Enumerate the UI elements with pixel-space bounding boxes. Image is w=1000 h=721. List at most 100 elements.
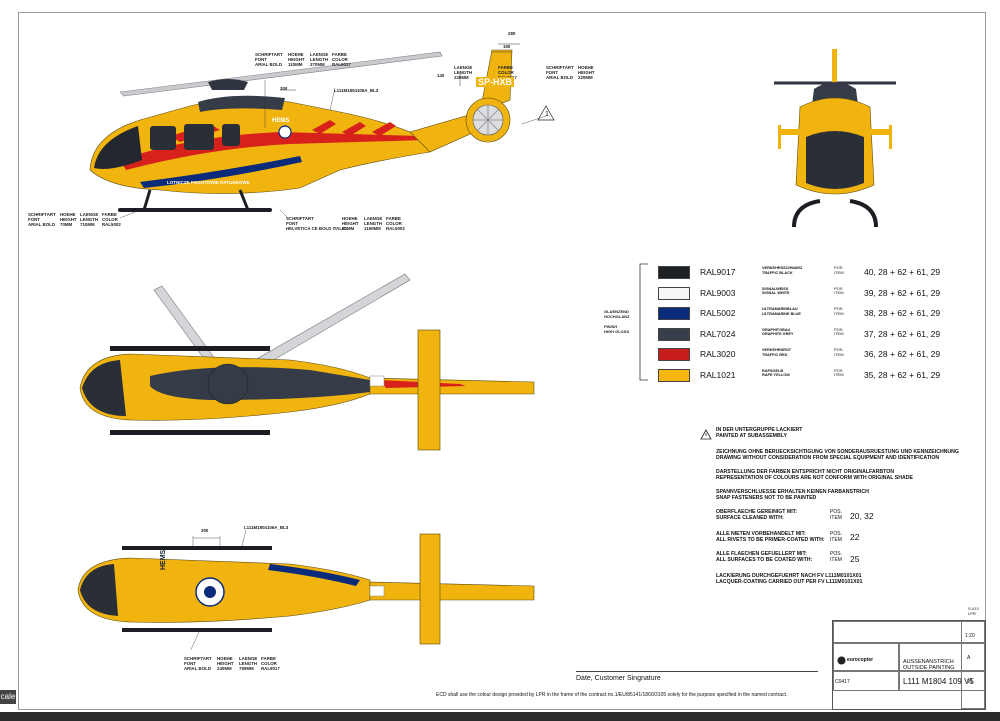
sheet-value: V1 [967, 679, 974, 685]
bottom-bar [0, 712, 1000, 721]
drawing-number: L111 M1804 109 V5 [903, 677, 974, 686]
color-swatch [658, 368, 690, 382]
pos-label: POS. ITEM [834, 306, 844, 316]
legend-row: RAL7024 GRAPHITGRAU GRAPHITE GREY POS. ITE… [658, 326, 948, 342]
signature-line [576, 671, 818, 672]
color-swatch [658, 307, 690, 320]
side-registration: SP-HXB [476, 77, 515, 87]
color-swatch [658, 286, 690, 300]
color-swatch [658, 327, 690, 341]
front-view-helicopter [774, 49, 896, 228]
left-length-label: LAENGE LENGTH 710MM [80, 212, 99, 227]
note-3: SPANNVERSCHLUESSE ERHALTEN KEINEN FARBAN… [716, 489, 869, 501]
note-4-value: 20, 32 [850, 511, 874, 521]
pos-label: POS. ITEM [834, 285, 844, 295]
title-block: AUSSENANSTRICH OUTSIDE PAINTING L111 M18… [832, 620, 986, 710]
bottom-font-label: SCHRIFTART FONT ARIAL BOLD [184, 656, 212, 671]
drawing-frame [18, 12, 986, 710]
tail-length-label: LAENGE LENGTH 220MM [454, 65, 473, 80]
color-description: VERKEHRSSCHWARZ TRAFFIC BLACK [762, 266, 803, 275]
color-legend: GLAENZEND HOCHGLANZ FINISH HIGH GLOSS RA… [604, 260, 948, 383]
bottom-height-label: HOEHE HEIGHT 240MM [217, 656, 234, 671]
scale-tag: cale [0, 690, 16, 704]
side-hems-text: HEMS [272, 118, 290, 124]
color-description: ULTRAMARINBLAU ULTRAMARINE BLUE [762, 307, 801, 316]
sheet-ref: S-013 [968, 606, 979, 611]
warning-icon [700, 429, 712, 440]
eurocopter-logo-icon [837, 656, 846, 665]
mid-height-label: HOEHE HEIGHT 80MM [342, 216, 359, 231]
bottom-part-ref: L111M1804106A_BL3 [244, 525, 289, 530]
side-view-helicopter [89, 43, 555, 219]
note-6-value: 25 [850, 554, 860, 564]
side-height-label: HOEHE HEIGHT 110MM [288, 52, 305, 67]
left-color-label: FARBE COLOR RAL5002 [102, 212, 121, 227]
scale-value: 1:20 [965, 633, 975, 639]
note-warning: IN DER UNTERGRUPPE LACKIERT PAINTED AT S… [716, 427, 803, 439]
note-4-pos: POS. ITEM [830, 509, 842, 521]
item-value: 37, 28 + 62 + 61, 29 [864, 328, 941, 339]
note-5-pos: POS. ITEM [830, 531, 842, 543]
left-height-label: HOEHE HEIGHT 70MM [60, 212, 77, 227]
bottom-hems-text: HEMS [160, 549, 167, 570]
color-description: SIGNALWEISS SIGNAL WHITE [762, 286, 790, 296]
note-4: OBERFLAECHE GEREINIGT MIT: SURFACE CLEAN… [716, 509, 797, 521]
ral-code: RAL5002 [700, 308, 736, 318]
ral-code: RAL3020 [700, 349, 736, 359]
bottom-dim-300: 300 [201, 528, 209, 533]
ral-code: RAL7024 [700, 328, 736, 339]
rev-value: A [967, 655, 971, 661]
tail-height-label: HOEHE HEIGHT 220MM [578, 65, 595, 80]
ecd-statement: ECD shall use the colour design provided… [436, 692, 788, 698]
note-7: LACKIERUNG DURCHGEFUEHRT NACH FV L111M01… [716, 573, 863, 585]
legend-row: RAL3020 VERKEHRSROT TRAFFIC RED POS. ITEM 3… [658, 347, 948, 362]
note-1: ZEICHNUNG OHNE BERUECKSICHTIGUNG VON SON… [716, 449, 959, 461]
top-view-helicopter [79, 273, 535, 451]
bottom-length-label: LAENGE LENGTH 790MM [239, 656, 258, 671]
ral-code: RAL1021 [700, 369, 736, 380]
bottom-view-helicopter [77, 530, 535, 650]
pos-label: POS. ITEM [834, 265, 844, 275]
note-5: ALLE NIETEN VORBEHANDELT MIT: ALL RIVETS… [716, 531, 825, 543]
mid-color-label: FARBE COLOR RAL5002 [386, 216, 405, 231]
dim-300: 300 [280, 86, 288, 91]
legend-bracket [639, 263, 648, 381]
code-label: C0417 [835, 679, 850, 685]
item-value: 38, 28 + 62 + 61, 29 [864, 308, 941, 318]
item-value: 35, 28 + 62 + 61, 29 [864, 369, 941, 380]
color-swatch [658, 348, 690, 361]
side-color-label: FARBE COLOR RAL9017 [332, 52, 351, 67]
gloss-label: GLAENZEND HOCHGLANZ FINISH HIGH GLOSS [604, 309, 630, 334]
triangle-number: 1 [545, 111, 549, 118]
title-english: OUTSIDE PAINTING [903, 665, 955, 671]
item-value: 40, 28 + 62 + 61, 29 [864, 267, 941, 277]
pos-label: POS. ITEM [834, 326, 844, 336]
color-swatch [658, 266, 690, 279]
color-description: RAPSGELB RAPE YELLOW [762, 368, 790, 378]
dim-280: 280 [508, 31, 516, 36]
item-value: 36, 28 + 62 + 61, 29 [864, 349, 941, 359]
side-length-label: LAENGE LENGTH 370MM [310, 52, 329, 67]
dim-140: 140 [437, 73, 445, 78]
note-2: DARSTELLUNG DER FARBEN ENTSPRICHT NICHT … [716, 469, 913, 481]
side-livery-text: LOTNICZE POGOTOWIE RATUNKOWE [167, 180, 250, 185]
tail-font-label: SCHRIFTART FONT ARIAL BOLD [546, 65, 574, 80]
legend-row: RAL5002 ULTRAMARINBLAU ULTRAMARINE BLUE PO… [658, 306, 948, 321]
note-6: ALLE FLAECHEN GEFUELLERT MIT: ALL SURFAC… [716, 551, 813, 563]
note-6-pos: POS. ITEM [830, 551, 842, 563]
ral-code: RAL9003 [700, 287, 736, 298]
side-part-ref: L111M1804106A_BL3 [334, 88, 379, 93]
color-description: VERKEHRSROT TRAFFIC RED [762, 348, 792, 357]
pos-label: POS. ITEM [834, 347, 844, 357]
item-value: 39, 28 + 62 + 61, 29 [864, 287, 941, 298]
color-description: GRAPHITGRAU GRAPHITE GREY [762, 327, 794, 337]
side-font-label: SCHRIFTART FONT ARIAL BOLD [255, 52, 283, 67]
mid-length-label: LAENGE LENGTH 1190MM [364, 216, 383, 231]
bottom-color-label: FARBE COLOR RAL9017 [261, 656, 280, 671]
company-logo-text: eurocopter [847, 657, 874, 663]
dim-150: 150 [503, 44, 511, 49]
sheet-ref-2: LPR [968, 611, 976, 616]
